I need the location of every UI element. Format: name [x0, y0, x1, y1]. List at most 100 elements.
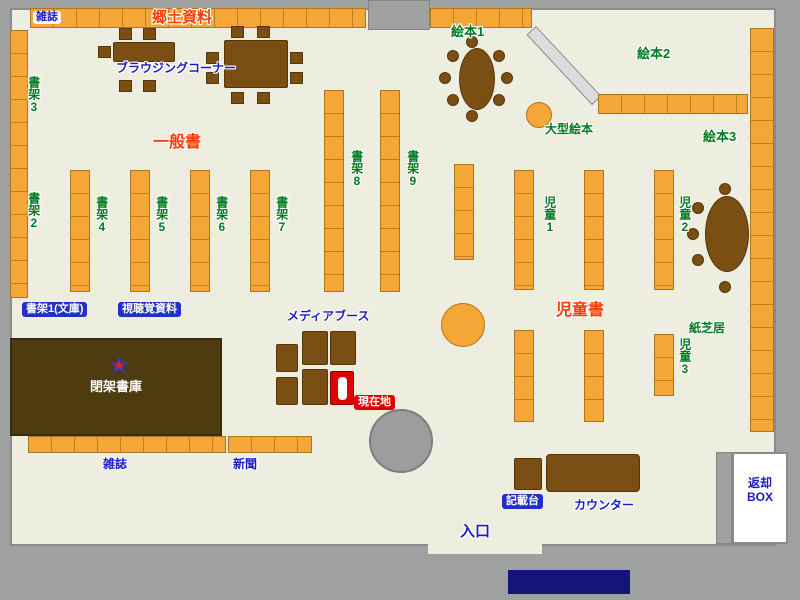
label-shelf-7: 書架7 [274, 196, 289, 234]
return-box-wall [716, 452, 732, 544]
label-children-2: 児童2 [677, 196, 692, 234]
label-shelf-9: 書架9 [405, 150, 420, 188]
label-children-1: 児童1 [542, 196, 557, 234]
entrance-opening [428, 544, 542, 554]
chair [439, 72, 451, 84]
browsing-table-2 [224, 40, 288, 88]
chair [501, 72, 513, 84]
shelf-9-unit [380, 90, 400, 292]
shelf-children-lower-2 [584, 330, 604, 422]
label-shelf-3: 書架3 [26, 76, 41, 114]
current-location-bar [338, 377, 347, 400]
label-kamishibai: 紙芝居 [689, 321, 726, 335]
label-shelf-1-bunko: 書架1(文庫) [22, 302, 88, 318]
chair [98, 46, 111, 58]
label-shelf-2: 書架2 [26, 192, 41, 230]
label-picture-books-3: 絵本3 [703, 129, 737, 144]
pillar-column [369, 409, 433, 473]
chair [719, 183, 731, 195]
label-media-booth: メディアブース [287, 309, 370, 323]
label-local-history: 郷土資料 [152, 9, 213, 26]
chair [692, 202, 704, 214]
chair [257, 26, 270, 38]
shelf-children-1-unit [514, 170, 534, 290]
media-booth [276, 344, 298, 372]
bottom-dark-bar [508, 570, 630, 594]
label-kisaidai: 記載台 [502, 494, 543, 510]
browsing-table-1 [113, 42, 175, 62]
closed-stacks-area [10, 338, 222, 436]
label-magazines-bottom: 雑誌 [103, 457, 128, 471]
chair [231, 26, 244, 38]
shelf-6-unit [190, 170, 210, 292]
label-children-books: 児童書 [556, 302, 605, 319]
label-return-box: 返却BOX [746, 476, 773, 504]
shelf-children-3-unit [654, 334, 674, 396]
chair [257, 92, 270, 104]
chair [206, 72, 219, 84]
shelf-picture-books-2-wall [598, 94, 748, 114]
picture-book-table [459, 48, 495, 110]
chair [687, 228, 699, 240]
chair [143, 80, 156, 92]
chair [493, 94, 505, 106]
shelf-magazines-bottom [28, 436, 226, 453]
chair [231, 92, 244, 104]
top-wall-pillar [368, 0, 430, 30]
media-booth [330, 331, 356, 365]
label-picture-books-2: 絵本2 [637, 46, 671, 61]
you-are-here-star-icon: ★ [109, 355, 128, 377]
counter-table [546, 454, 640, 492]
label-large-picture-books: 大型絵本 [545, 122, 594, 136]
round-display-table [441, 303, 485, 347]
shelf-children-2-unit [654, 170, 674, 290]
shelf-5-unit [130, 170, 150, 292]
label-newspapers: 新聞 [233, 457, 258, 471]
chair [466, 36, 478, 48]
shelf-local-history-wall [30, 8, 366, 28]
shelf-8-unit [324, 90, 344, 292]
chair [447, 50, 459, 62]
chair [692, 254, 704, 266]
chair [206, 52, 219, 64]
label-shelf-5: 書架5 [154, 196, 169, 234]
label-closed-stacks: 閉架書庫 [90, 379, 143, 394]
shelf-picture-books-1-wall [430, 8, 532, 28]
chair [143, 28, 156, 40]
kisaidai-table [514, 458, 542, 490]
shelf-right-wall [750, 28, 774, 432]
chair [119, 28, 132, 40]
media-booth [302, 331, 328, 365]
label-av-materials: 視聴覚資料 [118, 302, 181, 318]
media-booth [276, 377, 298, 405]
label-current-location: 現在地 [354, 395, 395, 411]
chair [466, 110, 478, 122]
label-counter: カウンター [574, 498, 635, 512]
shelf-7-unit [250, 170, 270, 292]
chair [290, 72, 303, 84]
chair [719, 281, 731, 293]
label-shelf-6: 書架6 [214, 196, 229, 234]
label-magazines-top: 雑誌 [33, 11, 61, 25]
label-entrance: 入口 [460, 523, 491, 540]
label-shelf-8: 書架8 [349, 150, 364, 188]
current-location-marker [330, 371, 354, 405]
shelf-4-unit [70, 170, 90, 292]
shelf-left-wall [10, 30, 28, 298]
label-browsing-corner: ブラウジングコーナー [116, 61, 237, 75]
shelf-newspapers [228, 436, 312, 453]
media-booth [302, 369, 328, 405]
label-general-books: 一般書 [153, 134, 202, 151]
children-table [705, 196, 749, 272]
chair [290, 52, 303, 64]
chair [447, 94, 459, 106]
label-shelf-4: 書架4 [94, 196, 109, 234]
chair [493, 50, 505, 62]
shelf-children-lower-1 [514, 330, 534, 422]
label-picture-books-1: 絵本1 [451, 24, 485, 39]
large-picture-book-stand [526, 102, 552, 128]
return-box-area [732, 452, 788, 544]
label-children-3: 児童3 [677, 338, 692, 376]
shelf-children-mid-unit [584, 170, 604, 290]
